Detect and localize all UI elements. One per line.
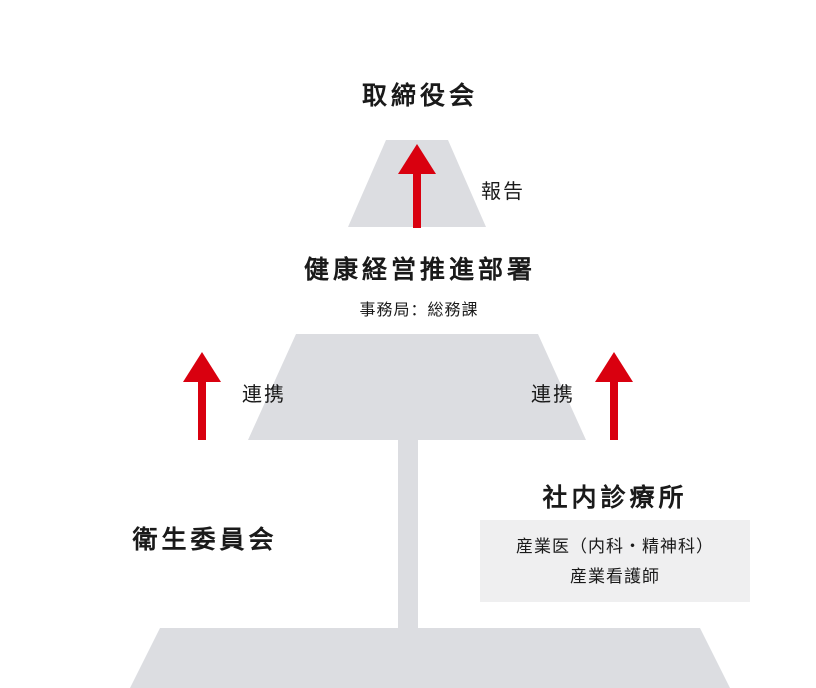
clinic-staff-nurse: 産業看護師 bbox=[570, 567, 660, 587]
base-trapezoid bbox=[130, 628, 730, 688]
clinic-staff-box: 産業医（内科・精神科） 産業看護師 bbox=[480, 520, 750, 602]
safety-committee-title: 衛生委員会 bbox=[132, 525, 278, 554]
secretariat-label: 事務局：総務課 bbox=[359, 300, 479, 319]
clinic-staff-doctor: 産業医（内科・精神科） bbox=[516, 537, 714, 557]
arrow-up-icon bbox=[595, 352, 633, 440]
clinic-title: 社内診療所 bbox=[542, 483, 688, 512]
link-left-label: 連携 bbox=[242, 382, 286, 406]
promotion-title: 健康経営推進部署 bbox=[303, 255, 537, 284]
report-label: 報告 bbox=[481, 179, 525, 203]
arrow-up-icon bbox=[183, 352, 221, 440]
stem-connector bbox=[398, 438, 418, 630]
arrow-up-icon bbox=[398, 144, 436, 228]
link-right-label: 連携 bbox=[531, 382, 575, 406]
middle-trapezoid bbox=[248, 334, 586, 440]
board-title: 取締役会 bbox=[361, 81, 479, 110]
